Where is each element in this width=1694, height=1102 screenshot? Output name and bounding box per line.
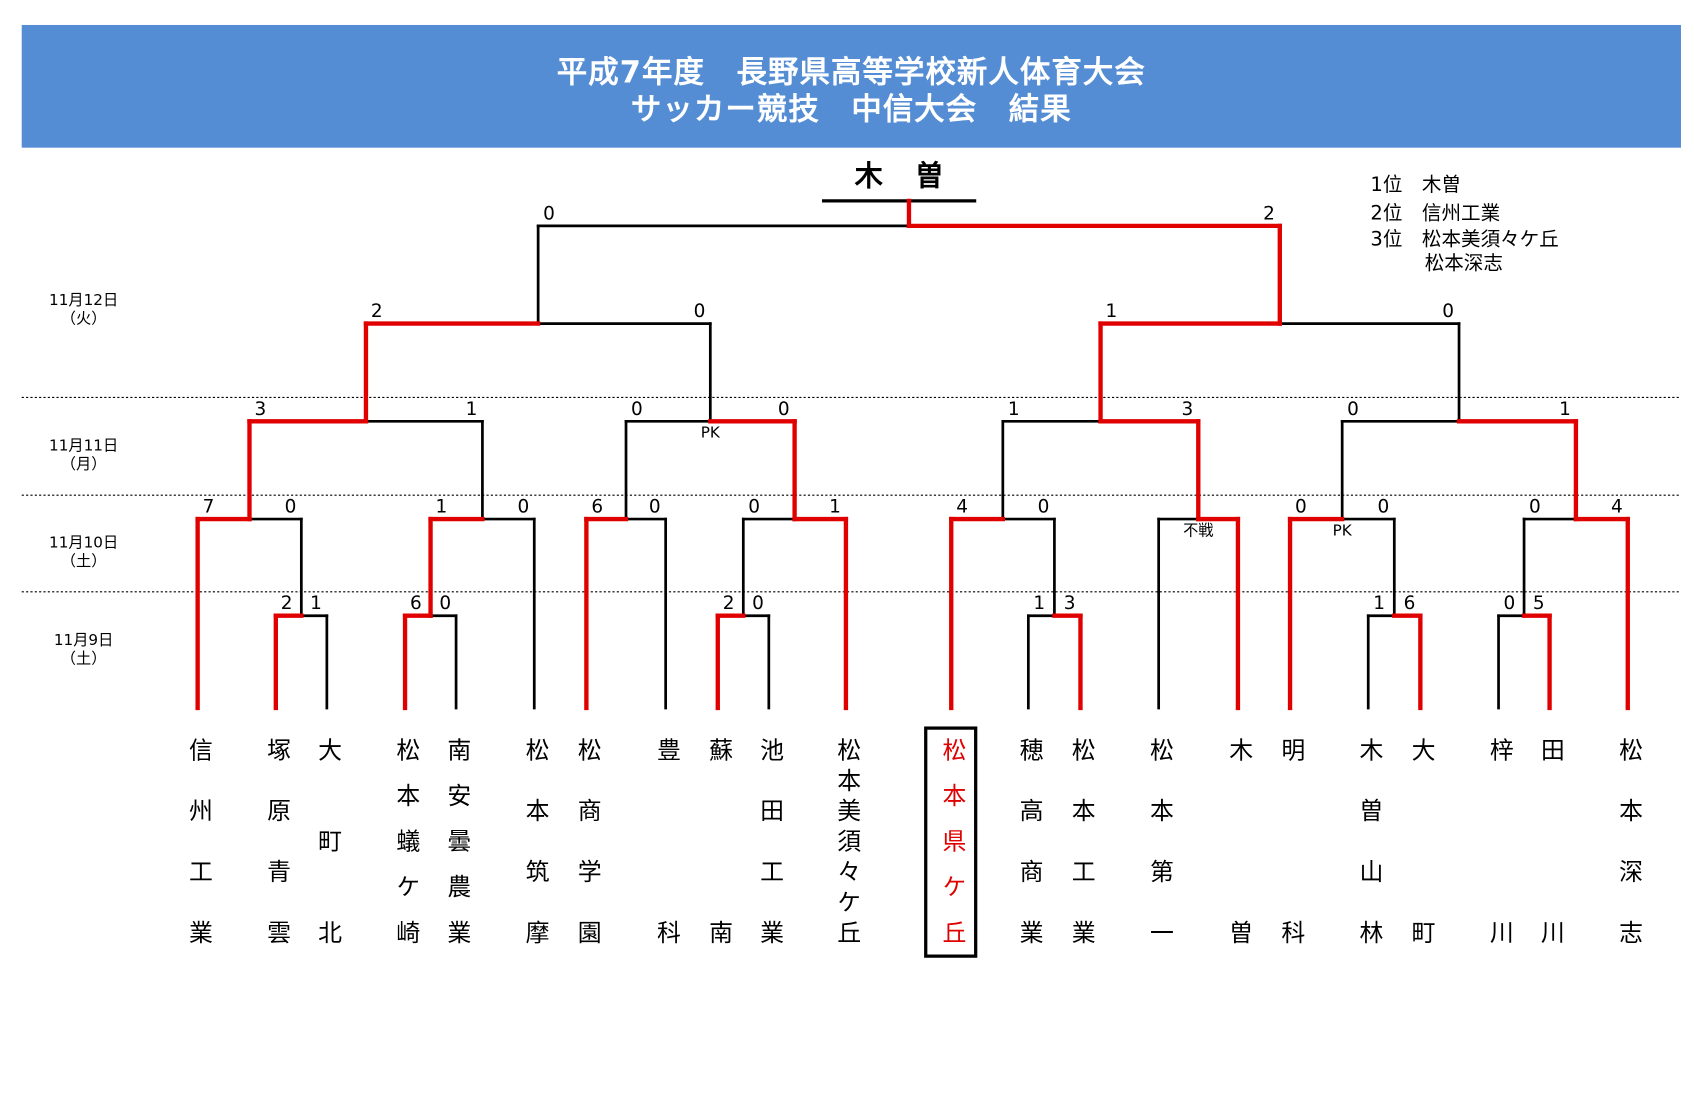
date-label-r1: 11月9日 （土） xyxy=(40,632,127,669)
score-right: 5 xyxy=(1533,593,1545,614)
score-right: 6 xyxy=(1404,593,1416,614)
score-left: 0 xyxy=(543,203,555,224)
team-name: 穂高商業 xyxy=(1015,737,1043,981)
title-line-2: サッカー競技 中信大会 結果 xyxy=(630,91,1072,128)
score-right: 0 xyxy=(1038,497,1050,518)
team-name: 松本筑摩 xyxy=(521,737,549,981)
day-text: （土） xyxy=(60,552,107,571)
score-right: 1 xyxy=(310,593,322,614)
day-text: （月） xyxy=(60,456,107,474)
score-left: 3 xyxy=(254,399,266,420)
score-right: 0 xyxy=(285,497,297,518)
score-right: 1 xyxy=(829,497,841,518)
score-left: 0 xyxy=(748,497,760,518)
team-name: 蘇南 xyxy=(704,737,732,1102)
team-name: 松本美須々ケ丘 xyxy=(832,737,861,951)
team-name: 梓川 xyxy=(1485,737,1513,1102)
team-name: 松本工業 xyxy=(1067,737,1095,981)
score-left: 1 xyxy=(1008,399,1020,420)
score-right: 3 xyxy=(1182,399,1194,420)
team-name: 大町 xyxy=(1407,737,1435,1102)
score-left: 6 xyxy=(591,497,603,518)
score-right: 0 xyxy=(1442,301,1454,322)
standing-first: 1位 木曽 xyxy=(1370,173,1462,197)
score-left: 7 xyxy=(203,497,215,518)
score-right: 0 xyxy=(694,301,706,322)
score-left: 2 xyxy=(371,301,383,322)
score-right: 0 xyxy=(518,497,530,518)
score-right: 4 xyxy=(1611,497,1623,518)
pk-label: PK xyxy=(1333,521,1353,539)
team-name: 松本深志 xyxy=(1614,737,1642,981)
title-banner: 平成7年度 長野県高等学校新人体育大会 サッカー競技 中信大会 結果 xyxy=(21,24,1681,148)
date-text: 11月12日 xyxy=(49,292,119,310)
score-left: 0 xyxy=(1295,497,1307,518)
score-left: 0 xyxy=(1347,399,1359,420)
score-right: 0 xyxy=(778,399,790,420)
team-name: 塚原青雲 xyxy=(262,737,290,981)
score-left: 4 xyxy=(956,497,968,518)
score-right: 0 xyxy=(649,497,661,518)
team-name: 南安曇農業 xyxy=(443,737,471,966)
score-left: 0 xyxy=(631,399,643,420)
team-name: 松商学園 xyxy=(573,737,601,981)
team-name: 松本県ケ丘 xyxy=(938,737,966,966)
day-text: （火） xyxy=(60,310,107,328)
team-name: 松本第一 xyxy=(1145,737,1173,981)
date-label-r4: 11月12日 （火） xyxy=(40,292,127,329)
pk-label: PK xyxy=(701,424,721,442)
host-team-box xyxy=(924,726,978,958)
title-line-1: 平成7年度 長野県高等学校新人体育大会 xyxy=(556,54,1146,91)
team-name: 豊科 xyxy=(652,737,680,1102)
date-label-r3: 11月11日 （月） xyxy=(40,438,127,475)
standing-second: 2位 信州工業 xyxy=(1370,201,1501,225)
date-text: 11月9日 xyxy=(53,631,114,650)
date-label-r2: 11月10日 （土） xyxy=(40,534,127,571)
team-name: 田川 xyxy=(1536,737,1564,1102)
team-name: 池田工業 xyxy=(755,737,783,981)
score-left: 2 xyxy=(723,593,735,614)
score-right: 0 xyxy=(439,593,451,614)
team-name: 木曽山林 xyxy=(1355,737,1383,981)
team-name: 木曽 xyxy=(1224,737,1253,1102)
score-right: 0 xyxy=(1378,497,1390,518)
team-name: 明科 xyxy=(1277,737,1305,1102)
score-right: 3 xyxy=(1064,593,1076,614)
score-left: 0 xyxy=(1504,593,1516,614)
team-name: 大町北 xyxy=(313,737,341,1011)
score-left: 6 xyxy=(410,593,422,614)
team-name: 信州工業 xyxy=(184,737,212,981)
score-right: 1 xyxy=(466,399,478,420)
score-left: 1 xyxy=(1106,301,1118,322)
forfeit-label: 不戦 xyxy=(1183,521,1213,539)
score-left: 1 xyxy=(436,497,448,518)
date-text: 11月10日 xyxy=(49,534,119,552)
score-right: 0 xyxy=(752,593,764,614)
standing-third-b: 松本深志 xyxy=(1424,251,1503,275)
team-name: 松本蟻ケ崎 xyxy=(392,737,420,966)
score-left: 1 xyxy=(1033,593,1045,614)
score-left: 0 xyxy=(1529,497,1541,518)
standing-third: 3位 松本美須々ケ丘 xyxy=(1370,228,1559,251)
score-right: 2 xyxy=(1263,203,1275,224)
score-left: 2 xyxy=(281,593,293,614)
champion-name: 木曽 xyxy=(854,160,977,194)
score-left: 1 xyxy=(1373,593,1385,614)
score-right: 1 xyxy=(1559,399,1571,420)
day-text: （土） xyxy=(60,650,107,668)
date-text: 11月11日 xyxy=(49,437,119,455)
